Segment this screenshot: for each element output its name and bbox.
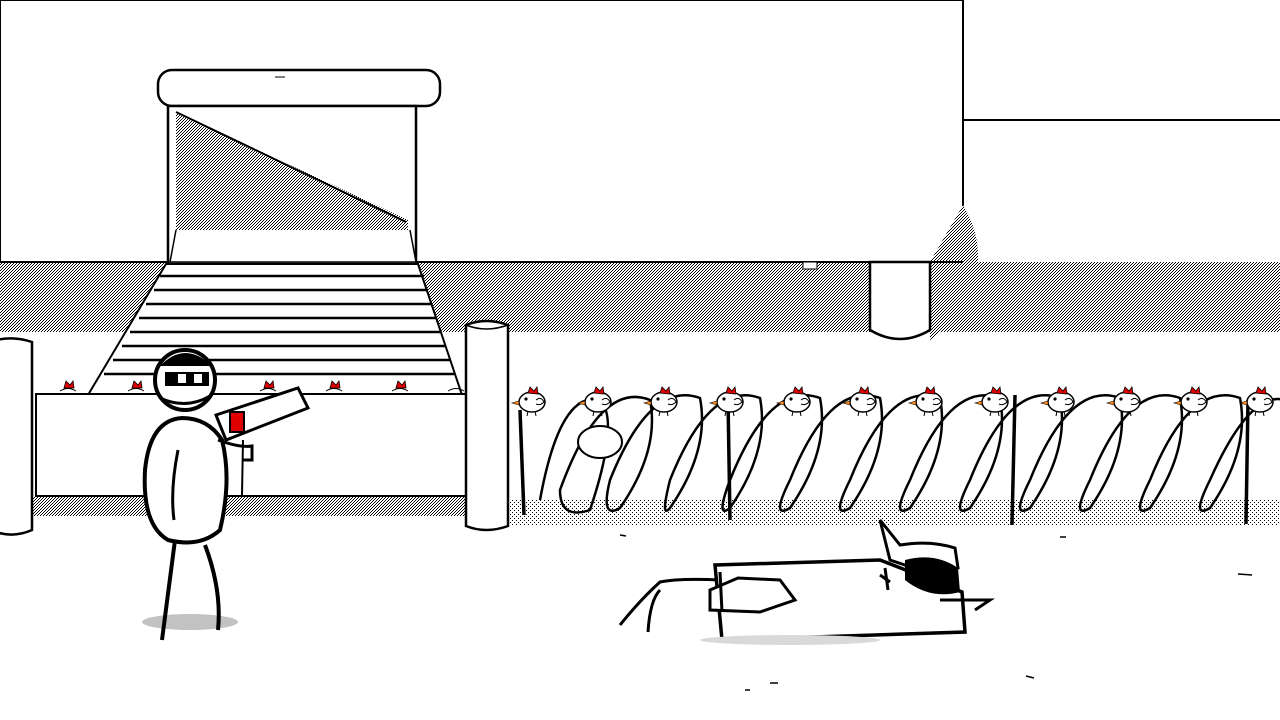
fence-chicken: [511, 386, 546, 417]
conveyor-chicken: [447, 388, 465, 392]
conveyor-chicken: [259, 379, 277, 392]
player-character[interactable]: [142, 348, 311, 641]
bollard-post: [464, 319, 510, 532]
fence-chicken: [842, 386, 877, 417]
fence-chicken: [908, 386, 943, 417]
fence-chicken: [974, 386, 1009, 417]
conveyor-chicken: [127, 379, 145, 392]
fence-chickens: [511, 386, 1274, 417]
ground-specks: [619, 534, 1253, 691]
conveyor-chicken: [325, 379, 343, 392]
fence-chicken: [709, 386, 744, 417]
conveyor-chicken: [391, 379, 409, 392]
chainsaw-weapon: [214, 386, 311, 496]
chicken-chute-doorway: [156, 68, 442, 266]
fence-chicken: [1239, 386, 1274, 417]
left-pillar: [0, 337, 34, 536]
fence-chicken: [1106, 386, 1141, 417]
fence-chicken: [776, 386, 811, 417]
conveyor-chicken: [59, 379, 77, 392]
factory-building: [0, 0, 1280, 340]
barbed-wire-fence: [510, 394, 1280, 526]
fallen-stick-figure: [618, 519, 995, 645]
fence-chicken: [1173, 386, 1208, 417]
metal-canister: [802, 260, 932, 341]
